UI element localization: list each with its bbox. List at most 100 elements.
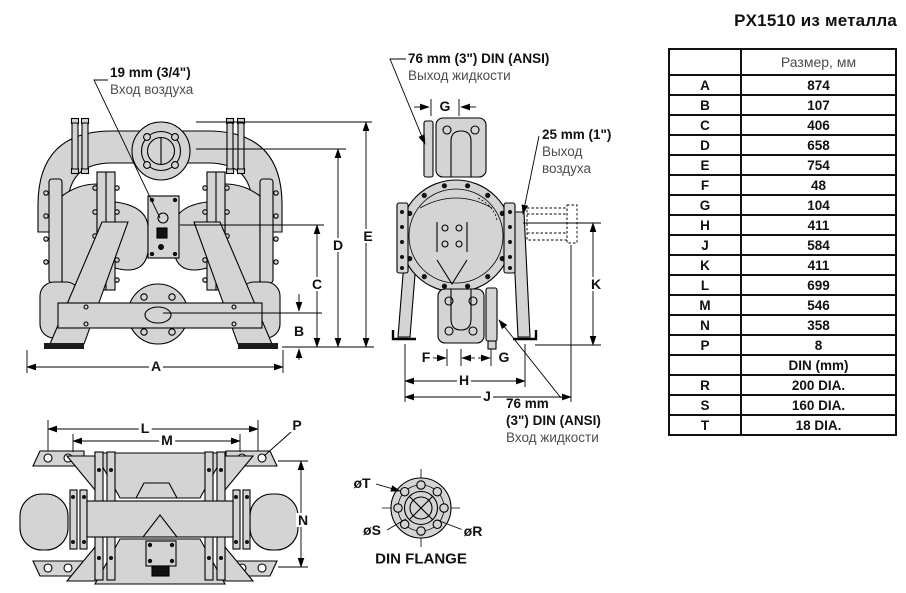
bottom-view: [19, 450, 299, 585]
dim-value: 200 DIA.: [740, 374, 897, 396]
flange-dia-s-label: øS: [361, 522, 383, 538]
dim-key: C: [668, 114, 742, 136]
dim-value: 658: [740, 134, 897, 156]
dim-value: 699: [740, 274, 897, 296]
dim-value: 358: [740, 314, 897, 336]
front-view: [37, 117, 283, 349]
side-top-port: [423, 117, 487, 178]
dim-value: 107: [740, 94, 897, 116]
dim-key: [668, 354, 742, 376]
dim-key: G: [668, 194, 742, 216]
dim-label-l: L: [138, 420, 152, 436]
dim-key: L: [668, 274, 742, 296]
air-inlet-size: 19 mm (3/4"): [110, 65, 191, 80]
dim-label-g-bottom: G: [496, 349, 512, 365]
air-outlet-size: 25 mm (1"): [542, 127, 612, 142]
dim-label-g-top: G: [437, 98, 453, 114]
dim-label-c: C: [309, 276, 325, 292]
size-table-header-row: Размер, мм: [668, 48, 897, 76]
dim-key: P: [668, 334, 742, 356]
dim-label-a: A: [148, 358, 164, 374]
dim-key: J: [668, 234, 742, 256]
fluid-outlet-size: 76 mm (3") DIN (ANSI): [408, 51, 550, 66]
dim-value: 18 DIA.: [740, 414, 897, 436]
dim-key: R: [668, 374, 742, 396]
front-pipe-flanges: [70, 117, 246, 175]
side-chamber: [396, 179, 516, 293]
size-table-header-value: Размер, мм: [740, 48, 897, 76]
dim-label-d: D: [330, 237, 346, 253]
front-top-flange: [131, 121, 191, 181]
dim-value: 411: [740, 254, 897, 276]
dim-key: S: [668, 394, 742, 416]
dim-value: 8: [740, 334, 897, 356]
side-bottom-port: [437, 287, 498, 350]
table-row: DIN (mm): [668, 354, 897, 376]
din-flange-caption: DIN FLANGE: [375, 550, 467, 568]
size-table-header-key: [668, 48, 742, 76]
dim-label-n: N: [295, 512, 311, 528]
callout-fluid-outlet: 76 mm (3") DIN (ANSI) Выход жидкости: [408, 50, 549, 84]
callout-air-outlet: 25 mm (1") Выход воздуха: [542, 126, 611, 177]
flange-dia-r-label: øR: [461, 523, 485, 539]
dim-key: E: [668, 154, 742, 176]
dim-value: 411: [740, 214, 897, 236]
air-outlet-name-1: Выход: [542, 144, 583, 159]
fluid-inlet-name: Вход жидкости: [506, 430, 599, 445]
dim-label-j: J: [481, 388, 493, 404]
air-outlet-muffler: [526, 204, 578, 244]
dim-value: 406: [740, 114, 897, 136]
callout-air-inlet: 19 mm (3/4") Вход воздуха: [110, 64, 193, 98]
flange-dia-t-label: øT: [351, 475, 373, 491]
dim-key: N: [668, 314, 742, 336]
page-title: PX1510 из металла: [734, 11, 897, 30]
dim-value: 48: [740, 174, 897, 196]
dim-key: K: [668, 254, 742, 276]
dim-key: B: [668, 94, 742, 116]
dim-key: T: [668, 414, 742, 436]
dim-label-p: P: [290, 417, 304, 433]
air-outlet-name-2: воздуха: [542, 161, 592, 176]
dim-value: 104: [740, 194, 897, 216]
dim-value: DIN (mm): [740, 354, 897, 376]
dim-value: 874: [740, 74, 897, 96]
dim-value: 754: [740, 154, 897, 176]
side-view: [391, 117, 578, 350]
dim-label-m: M: [159, 432, 175, 448]
fluid-inlet-size-1: 76 mm: [506, 396, 549, 411]
dim-key: H: [668, 214, 742, 236]
dim-value: 584: [740, 234, 897, 256]
fluid-inlet-size-2: (3") DIN (ANSI): [506, 413, 601, 428]
bottom-manifold-pipe: [19, 489, 299, 577]
front-right-chamber: [173, 171, 279, 291]
dim-key: A: [668, 74, 742, 96]
air-inlet-name: Вход воздуха: [110, 82, 194, 97]
fluid-outlet-name: Выход жидкости: [408, 68, 511, 83]
dim-label-k: K: [588, 276, 604, 292]
dim-key: D: [668, 134, 742, 156]
dim-value: 160 DIA.: [740, 394, 897, 416]
dim-value: 546: [740, 294, 897, 316]
front-inlet-pipe: [57, 302, 263, 329]
dim-key: F: [668, 174, 742, 196]
dim-label-e: E: [361, 228, 375, 244]
